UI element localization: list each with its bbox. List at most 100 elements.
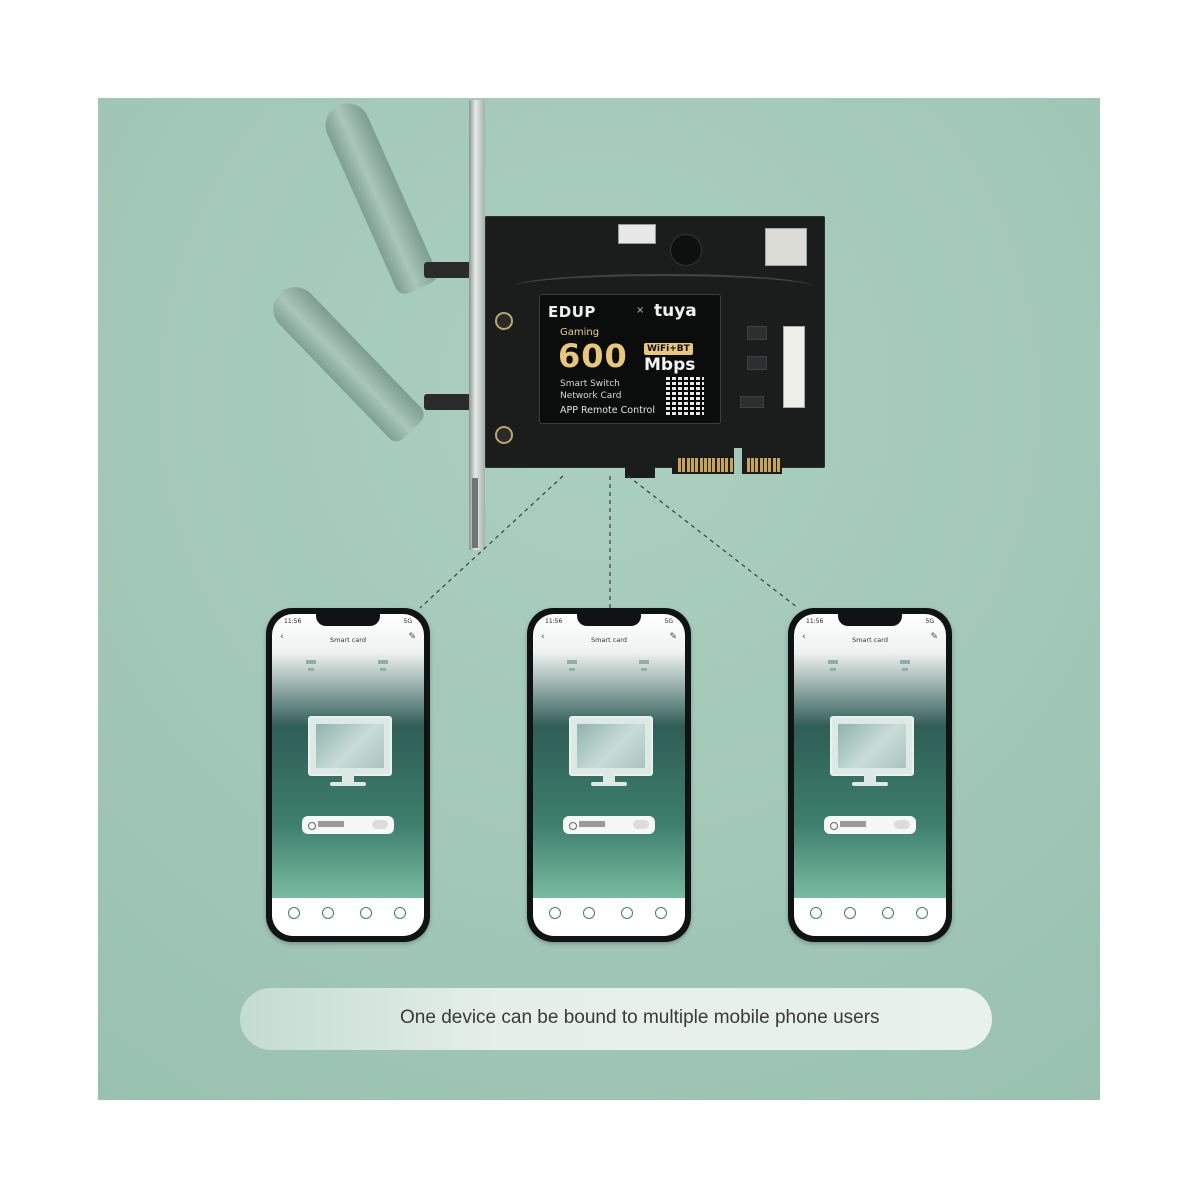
monitor-icon: [308, 716, 392, 776]
timer-icon[interactable]: [844, 907, 856, 919]
stat-value: [380, 668, 386, 671]
speed-unit: Mbps: [644, 355, 696, 375]
pcie-gold-finger: [678, 458, 681, 472]
antenna-connector-top: [424, 262, 472, 278]
pcie-gold-finger: [725, 458, 729, 472]
pcie-gold-finger: [764, 458, 767, 472]
back-arrow-icon[interactable]: ‹: [541, 632, 545, 642]
power-icon: [569, 822, 577, 830]
pcie-gold-finger: [716, 458, 720, 472]
bottom-nav: [533, 898, 685, 936]
pcie-gold-finger: [755, 458, 759, 472]
brand-logo: EDUP: [548, 303, 596, 321]
power-switch-row[interactable]: [824, 816, 916, 834]
description-line-3: APP Remote Control: [560, 405, 655, 416]
stat-label: [639, 660, 649, 664]
buzzer: [670, 234, 702, 266]
phone-screen: 11:56 5G ‹ Smart card ✎: [794, 614, 946, 936]
pcie-gold-finger: [712, 458, 716, 472]
screen-title: Smart card: [591, 636, 627, 644]
refresh-icon[interactable]: [882, 907, 894, 919]
screen-title: Smart card: [852, 636, 888, 644]
pcie-gold-finger: [699, 458, 703, 472]
bottom-nav: [794, 898, 946, 936]
toggle-switch[interactable]: [894, 820, 910, 829]
status-time: 11:56: [806, 618, 824, 625]
power-icon[interactable]: [288, 907, 300, 919]
network-card-pcb: EDUP × tuya Gaming 600 WiFi+BT Mbps Smar…: [485, 216, 825, 468]
toggle-switch[interactable]: [633, 820, 649, 829]
collab-symbol: ×: [636, 305, 645, 316]
monitor-base: [591, 782, 627, 786]
monitor-icon: [830, 716, 914, 776]
refresh-icon[interactable]: [360, 907, 372, 919]
stat-label: [828, 660, 838, 664]
timer-icon[interactable]: [583, 907, 595, 919]
bracket-tail: [472, 478, 478, 548]
description-line-2: Network Card: [560, 391, 622, 401]
edit-icon[interactable]: ✎: [930, 632, 938, 642]
product-panel: EDUP × tuya Gaming 600 WiFi+BT Mbps Smar…: [98, 98, 1100, 1100]
connection-lines: [419, 475, 799, 609]
phone-notch: [577, 614, 641, 626]
pcb-tab: [625, 438, 655, 478]
monitor-icon: [569, 716, 653, 776]
pcie-gold-finger: [721, 458, 724, 472]
phone-notch: [838, 614, 902, 626]
stat-label: [567, 660, 577, 664]
bottom-nav: [272, 898, 424, 936]
back-arrow-icon[interactable]: ‹: [802, 632, 806, 642]
power-icon[interactable]: [810, 907, 822, 919]
partner-logo: tuya: [654, 301, 697, 321]
phone-2: 11:56 5G ‹ Smart card ✎: [527, 608, 691, 942]
caption-text: One device can be bound to multiple mobi…: [400, 1007, 880, 1028]
antenna-connector-bottom: [424, 394, 472, 410]
wifi-bt-badge: WiFi+BT: [644, 343, 693, 355]
monitor-base: [852, 782, 888, 786]
settings-icon[interactable]: [655, 907, 667, 919]
stat-value: [830, 668, 836, 671]
screw-hole: [495, 426, 513, 444]
connection-line-right: [627, 475, 799, 609]
side-connector: [783, 326, 805, 408]
phone-screen: 11:56 5G ‹ Smart card ✎: [533, 614, 685, 936]
screw-hole: [495, 312, 513, 330]
power-switch-row[interactable]: [563, 816, 655, 834]
edit-icon[interactable]: ✎: [408, 632, 416, 642]
chip: [740, 396, 764, 408]
pcie-gold-finger: [772, 458, 776, 472]
refresh-icon[interactable]: [621, 907, 633, 919]
power-switch-row[interactable]: [302, 816, 394, 834]
stat-label: [306, 660, 316, 664]
edit-icon[interactable]: ✎: [669, 632, 677, 642]
settings-icon[interactable]: [916, 907, 928, 919]
phone-3: 11:56 5G ‹ Smart card ✎: [788, 608, 952, 942]
monitor-stand: [603, 774, 615, 782]
qr-code: [666, 377, 704, 415]
pcie-gold-finger: [682, 458, 686, 472]
description-line-1: Smart Switch: [560, 379, 620, 389]
settings-icon[interactable]: [394, 907, 406, 919]
pcie-bracket: [469, 100, 485, 550]
status-signal: 5G: [664, 618, 673, 625]
toggle-switch[interactable]: [372, 820, 388, 829]
pcie-gold-finger: [751, 458, 755, 472]
screen-title: Smart card: [330, 636, 366, 644]
back-arrow-icon[interactable]: ‹: [280, 632, 284, 642]
pcie-gold-finger: [746, 458, 750, 472]
status-time: 11:56: [284, 618, 302, 625]
stat-value: [902, 668, 908, 671]
pcie-gold-finger: [759, 458, 763, 472]
phone-notch: [316, 614, 380, 626]
power-icon: [308, 822, 316, 830]
caption-bar: One device can be bound to multiple mobi…: [240, 988, 992, 1050]
wifi-module: [765, 228, 807, 266]
status-signal: 5G: [403, 618, 412, 625]
status-time: 11:56: [545, 618, 563, 625]
pcie-gold-finger: [690, 458, 694, 472]
timer-icon[interactable]: [322, 907, 334, 919]
stat-value: [641, 668, 647, 671]
power-icon[interactable]: [549, 907, 561, 919]
pcie-gold-finger: [708, 458, 712, 472]
status-signal: 5G: [925, 618, 934, 625]
